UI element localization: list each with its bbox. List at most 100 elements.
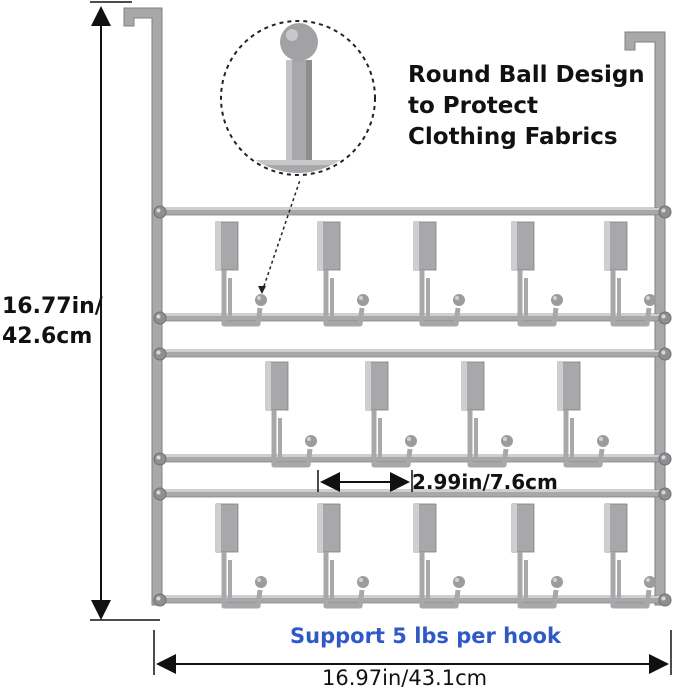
ball-tip-icon: [405, 435, 417, 447]
hook-plate-highlight: [512, 504, 517, 552]
ball-highlight: [307, 437, 311, 441]
width-dimension-arrow: [153, 630, 672, 675]
screw-icon: [658, 487, 672, 501]
hook-plate-highlight: [512, 222, 517, 270]
hook-arm: [610, 552, 652, 609]
ball-tip-icon: [551, 294, 563, 306]
ball-highlight: [359, 578, 363, 582]
feature-line: Round Ball Design: [408, 62, 645, 88]
hook-arm: [221, 270, 263, 327]
ball-highlight: [553, 578, 557, 582]
ball-tip-icon: [255, 576, 267, 588]
hook-plate-highlight: [462, 362, 467, 410]
screw-highlight: [661, 350, 666, 355]
left-side-post: [123, 7, 163, 606]
hook-plate-highlight: [216, 504, 221, 552]
ball-highlight: [503, 437, 507, 441]
hook-plate-highlight: [414, 222, 419, 270]
bar-highlight: [160, 314, 660, 316]
hook-plate-highlight: [318, 222, 323, 270]
screw-highlight: [156, 596, 161, 601]
height-label: 16.77in/ 42.6cm: [2, 292, 103, 352]
hook-spacing-label: 2.99in/7.6cm: [412, 470, 558, 494]
ball-highlight: [455, 296, 459, 300]
ball-tip-icon: [280, 23, 318, 61]
hook-arm: [467, 410, 509, 468]
screw-icon: [658, 205, 672, 219]
capacity-label: Support 5 lbs per hook: [290, 624, 561, 648]
feature-description: Round Ball Design to Protect Clothing Fa…: [408, 60, 645, 153]
screw-highlight: [661, 596, 666, 601]
ball-tip-icon: [453, 576, 465, 588]
ball-tip-icon: [357, 576, 369, 588]
ball-tip-icon: [305, 435, 317, 447]
ball-tip-icon: [644, 576, 656, 588]
screw-icon: [153, 311, 167, 325]
ball-tip-icon: [551, 576, 563, 588]
bar-highlight: [160, 208, 660, 210]
screw-highlight: [156, 314, 161, 319]
hook-plate-highlight: [216, 222, 221, 270]
hook-plate-highlight: [414, 504, 419, 552]
screw-icon: [153, 205, 167, 219]
hook-plate-highlight: [558, 362, 563, 410]
hook-arm: [610, 270, 652, 327]
hook-arm: [419, 552, 461, 609]
hook-arm: [419, 270, 461, 327]
ball-highlight: [359, 296, 363, 300]
screw-highlight: [156, 455, 161, 460]
hook-arm: [271, 410, 313, 468]
feature-line: to Protect: [408, 93, 539, 119]
screw-highlight: [661, 490, 666, 495]
bar-highlight: [160, 490, 660, 492]
ball-highlight: [646, 296, 650, 300]
height-centimeters: 42.6cm: [2, 324, 93, 349]
ball-tip-icon: [453, 294, 465, 306]
width-label: 16.97in/43.1cm: [322, 666, 488, 690]
screw-highlight: [661, 314, 666, 319]
ball-tip-icon: [597, 435, 609, 447]
screw-highlight: [156, 490, 161, 495]
zoom-callout: [220, 20, 376, 294]
screw-icon: [658, 452, 672, 466]
height-dimension-arrow: [90, 1, 160, 621]
ball-highlight: [257, 296, 261, 300]
screw-icon: [658, 311, 672, 325]
hook-arm: [517, 552, 559, 609]
hook-group: [215, 221, 656, 609]
height-inches: 16.77in/: [2, 294, 103, 319]
screw-icon: [658, 593, 672, 607]
bar-highlight: [160, 596, 660, 598]
screw-highlight: [661, 455, 666, 460]
screw-icon: [153, 487, 167, 501]
hook-plate-highlight: [266, 362, 271, 410]
ball-highlight: [455, 578, 459, 582]
screw-icon: [153, 452, 167, 466]
screw-highlight: [156, 208, 161, 213]
hook-plate-highlight: [366, 362, 371, 410]
screw-highlight: [661, 208, 666, 213]
hook-arm: [323, 552, 365, 609]
ball-highlight: [646, 578, 650, 582]
screw-icon: [153, 593, 167, 607]
feature-line: Clothing Fabrics: [408, 124, 618, 150]
screw-highlight: [156, 350, 161, 355]
ball-tip-icon: [644, 294, 656, 306]
ball-tip-icon: [255, 294, 267, 306]
screw-icon: [658, 347, 672, 361]
bar-highlight: [160, 350, 660, 352]
ball-highlight: [599, 437, 603, 441]
ball-highlight: [257, 578, 261, 582]
hook-arm: [221, 552, 263, 609]
hook-plate-highlight: [605, 504, 610, 552]
ball-tip-icon: [501, 435, 513, 447]
hook-arm: [517, 270, 559, 327]
screw-icon: [153, 347, 167, 361]
hook-arm: [563, 410, 605, 468]
hook-arm: [323, 270, 365, 327]
hook-plate-highlight: [605, 222, 610, 270]
ball-tip-icon: [357, 294, 369, 306]
hook-spacing-arrow: [317, 470, 413, 492]
hook-plate-highlight: [318, 504, 323, 552]
